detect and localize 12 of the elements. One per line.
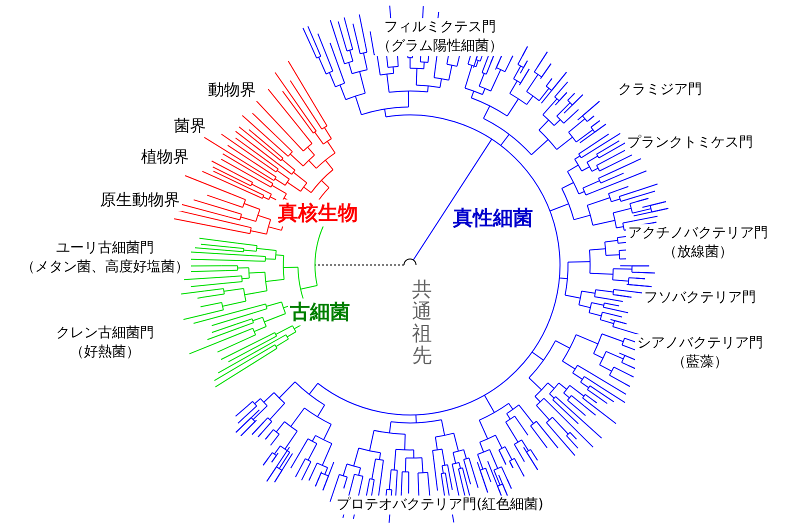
domain-label: 古細菌	[288, 298, 352, 326]
domain-label: 真性細菌	[451, 204, 535, 232]
kingdom-label: 原生動物界	[98, 189, 182, 211]
phylum-label: プロテオバクテリア門(紅色細菌)	[334, 496, 546, 514]
phylum-label: プランクトミケス門	[625, 134, 755, 152]
phylum-label: シアノバクテリア門（藍藻）	[635, 334, 765, 372]
phylum-label: アクチノバクテリア門（放線菌）	[626, 224, 770, 262]
root-label: 共通祖先	[412, 277, 432, 367]
domain-label: 真核生物	[276, 200, 360, 226]
phylum-label: フィルミクテス門（グラム陽性細菌）	[375, 18, 505, 56]
kingdom-label: 動物界	[206, 79, 258, 101]
kingdom-label: 菌界	[172, 115, 208, 137]
